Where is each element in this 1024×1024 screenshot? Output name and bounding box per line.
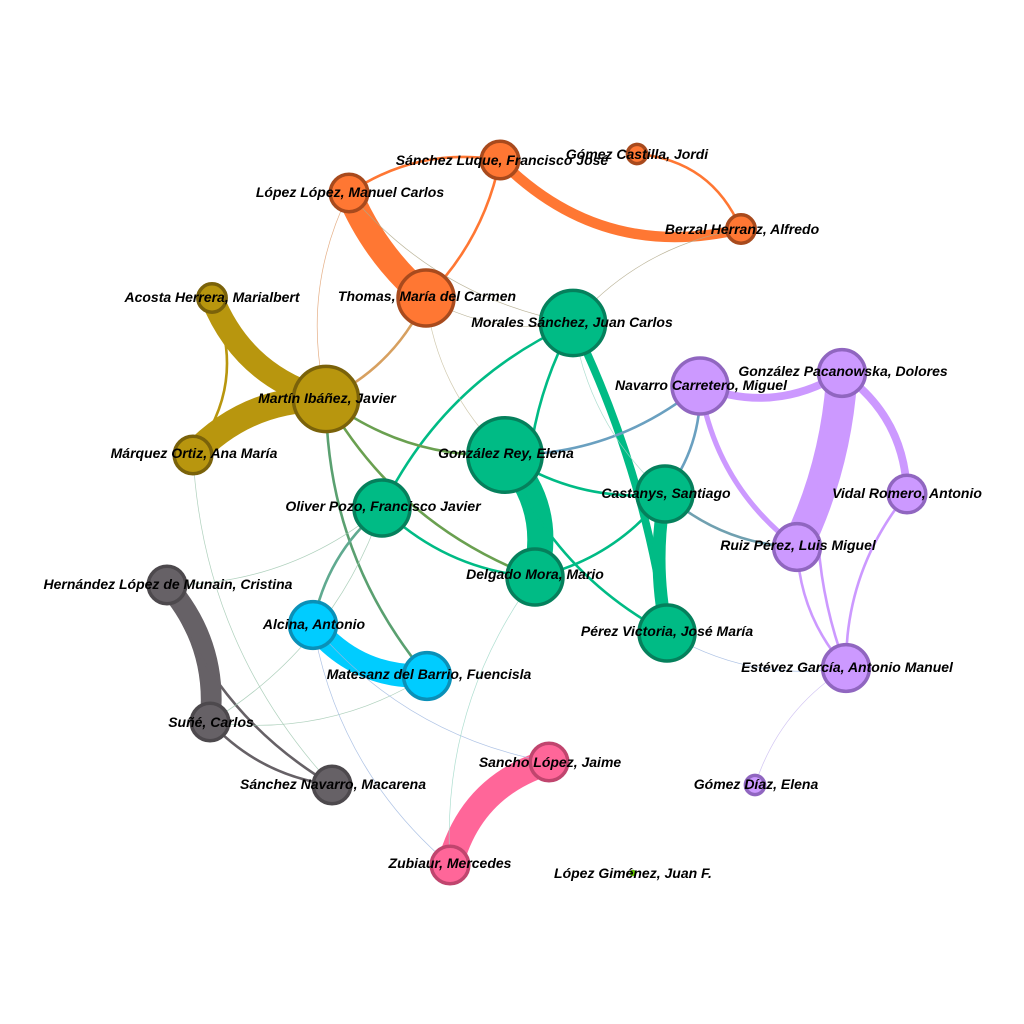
node-label-morales: Morales Sánchez, Juan Carlos (471, 314, 673, 330)
node-label-hernandez: Hernández López de Munain, Cristina (44, 576, 293, 592)
node-gomez_castilla[interactable] (625, 142, 649, 166)
nodes-layer (146, 139, 928, 886)
edge-sanchez_luque-berzal (494, 154, 747, 243)
node-lopez_lopez[interactable] (328, 172, 370, 214)
node-label-gomez_castilla: Gómez Castilla, Jordi (566, 146, 709, 162)
edge-sune-matesanz (209, 675, 428, 726)
node-castanys[interactable] (635, 464, 695, 524)
node-label-gonzalez_rey: González Rey, Elena (438, 445, 574, 461)
edge-gomez_castilla-berzal (635, 152, 743, 231)
node-label-thomas: Thomas, María del Carmen (338, 288, 516, 304)
node-thomas[interactable] (396, 268, 456, 328)
node-label-oliver: Oliver Pozo, Francisco Javier (285, 498, 482, 514)
node-label-sancho: Sancho López, Jaime (479, 754, 622, 770)
edge-lopez_lopez-morales (348, 192, 574, 324)
node-label-lopez_lopez: López López, Manuel Carlos (256, 184, 444, 200)
node-morales[interactable] (538, 288, 608, 358)
node-delgado[interactable] (505, 547, 565, 607)
node-ruiz[interactable] (771, 521, 823, 573)
edge-sancho-zubiaur (437, 749, 562, 878)
node-label-sune: Suñé, Carlos (168, 714, 254, 730)
node-hernandez[interactable] (146, 564, 188, 606)
node-berzal[interactable] (725, 213, 757, 245)
edge-alcina-sancho (312, 624, 550, 763)
node-label-berzal: Berzal Herranz, Alfredo (665, 221, 820, 237)
edge-morales-oliver (380, 321, 575, 510)
node-label-gonzalez_pacanowska: González Pacanowska, Dolores (738, 363, 948, 379)
edge-gonzalez_pacanowska-ruiz (781, 357, 858, 563)
node-acosta[interactable] (196, 282, 228, 314)
node-label-castanys: Castanys, Santiago (601, 485, 731, 501)
node-sancho[interactable] (528, 741, 570, 783)
node-label-acosta: Acosta Herrera, Marialbert (123, 289, 300, 305)
node-marquez[interactable] (172, 434, 214, 476)
node-label-sanchez_navarro: Sánchez Navarro, Macarena (240, 776, 426, 792)
edge-gonzalez_pacanowska-estevez (816, 371, 848, 670)
edge-hernandez-sanchez_navarro (165, 583, 334, 787)
node-label-sanchez_luque: Sánchez Luque, Francisco José (396, 152, 609, 168)
node-label-navarro: Navarro Carretero, Miguel (615, 377, 788, 393)
node-label-vidal: Vidal Romero, Antonio (832, 485, 982, 501)
node-gonzalez_rey[interactable] (466, 416, 544, 494)
node-alcina[interactable] (287, 599, 339, 651)
node-vidal[interactable] (886, 473, 928, 515)
edge-vidal-estevez (844, 492, 909, 670)
edge-delgado-zubiaur (448, 576, 536, 866)
node-label-lopez_gimenez: López Giménez, Juan F. (554, 865, 712, 881)
node-zubiaur[interactable] (429, 844, 471, 886)
node-label-ruiz: Ruiz Pérez, Luis Miguel (720, 537, 877, 553)
node-lopez_gimenez[interactable] (629, 869, 637, 877)
node-matesanz[interactable] (401, 650, 453, 702)
node-label-alcina: Alcina, Antonio (262, 616, 366, 632)
node-gonzalez_pacanowska[interactable] (816, 347, 868, 399)
node-sanchez_luque[interactable] (479, 139, 521, 181)
edge-martin-matesanz (324, 397, 429, 678)
node-label-delgado: Delgado Mora, Mario (466, 566, 604, 582)
node-sune[interactable] (189, 701, 231, 743)
node-sanchez_navarro[interactable] (311, 764, 353, 806)
node-label-marquez: Márquez Ortiz, Ana María (111, 445, 278, 461)
edge-martin-delgado (324, 397, 537, 579)
node-label-perez_victoria: Pérez Victoria, José María (581, 623, 753, 639)
node-label-matesanz: Matesanz del Barrio, Fuencisla (327, 666, 532, 682)
edge-hernandez-oliver (166, 507, 383, 586)
node-label-estevez: Estévez García, Antonio Manuel (741, 659, 954, 675)
node-label-gomez_diaz: Gómez Díaz, Elena (694, 776, 819, 792)
edge-marquez-sanchez_navarro (192, 454, 333, 786)
node-navarro[interactable] (670, 356, 730, 416)
node-estevez[interactable] (820, 642, 872, 694)
node-gomez_diaz[interactable] (743, 773, 767, 797)
node-label-zubiaur: Zubiaur, Mercedes (388, 855, 512, 871)
node-perez_victoria[interactable] (637, 603, 697, 663)
node-label-martin: Martín Ibáñez, Javier (258, 390, 397, 406)
edge-alcina-zubiaur (312, 624, 451, 866)
edge-acosta-marquez (191, 296, 229, 457)
node-martin[interactable] (291, 364, 361, 434)
node-oliver[interactable] (352, 478, 412, 538)
